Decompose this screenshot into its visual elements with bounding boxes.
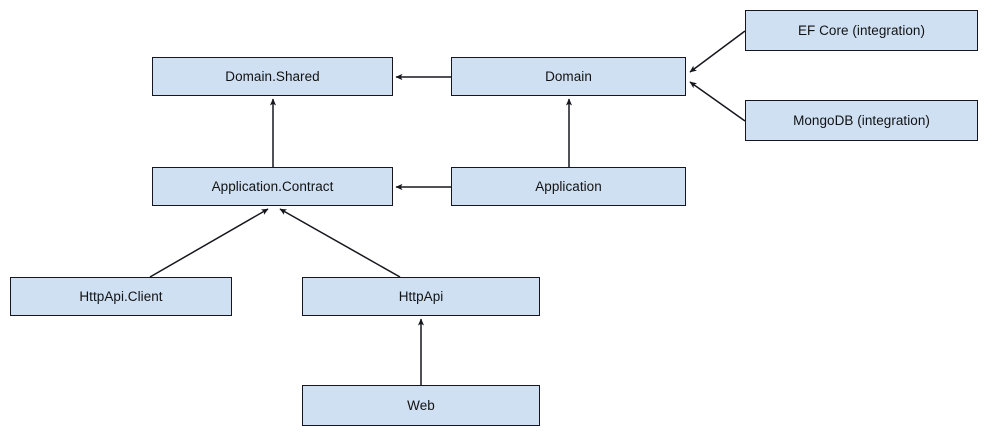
node-label-domain-shared: Domain.Shared	[225, 68, 320, 84]
node-label-web: Web	[407, 397, 435, 413]
edge-httpapi-to-application-contract	[279, 208, 401, 278]
node-label-ef-core: EF Core (integration)	[797, 22, 926, 38]
node-label-application: Application	[535, 178, 602, 194]
node-label-domain: Domain	[545, 68, 592, 84]
node-web[interactable]: Web	[302, 385, 540, 426]
node-domain[interactable]: Domain	[451, 57, 686, 96]
edge-ef-core-to-domain	[689, 30, 746, 73]
edge-mongodb-to-domain	[689, 81, 746, 122]
node-label-httpapi-client: HttpApi.Client	[79, 288, 163, 304]
node-application-contract[interactable]: Application.Contract	[152, 167, 393, 206]
edge-httpapi-client-to-application-contract	[149, 208, 269, 278]
edges-group	[149, 30, 746, 385]
node-label-mongodb: MongoDB (integration)	[793, 112, 930, 128]
node-label-httpapi: HttpApi	[398, 288, 444, 304]
node-mongodb[interactable]: MongoDB (integration)	[745, 100, 978, 141]
node-httpapi[interactable]: HttpApi	[302, 277, 540, 316]
node-httpapi-client[interactable]: HttpApi.Client	[10, 277, 232, 316]
node-ef-core[interactable]: EF Core (integration)	[745, 10, 978, 51]
node-application[interactable]: Application	[451, 167, 686, 206]
node-label-application-contract: Application.Contract	[211, 178, 334, 194]
node-domain-shared[interactable]: Domain.Shared	[152, 57, 393, 96]
